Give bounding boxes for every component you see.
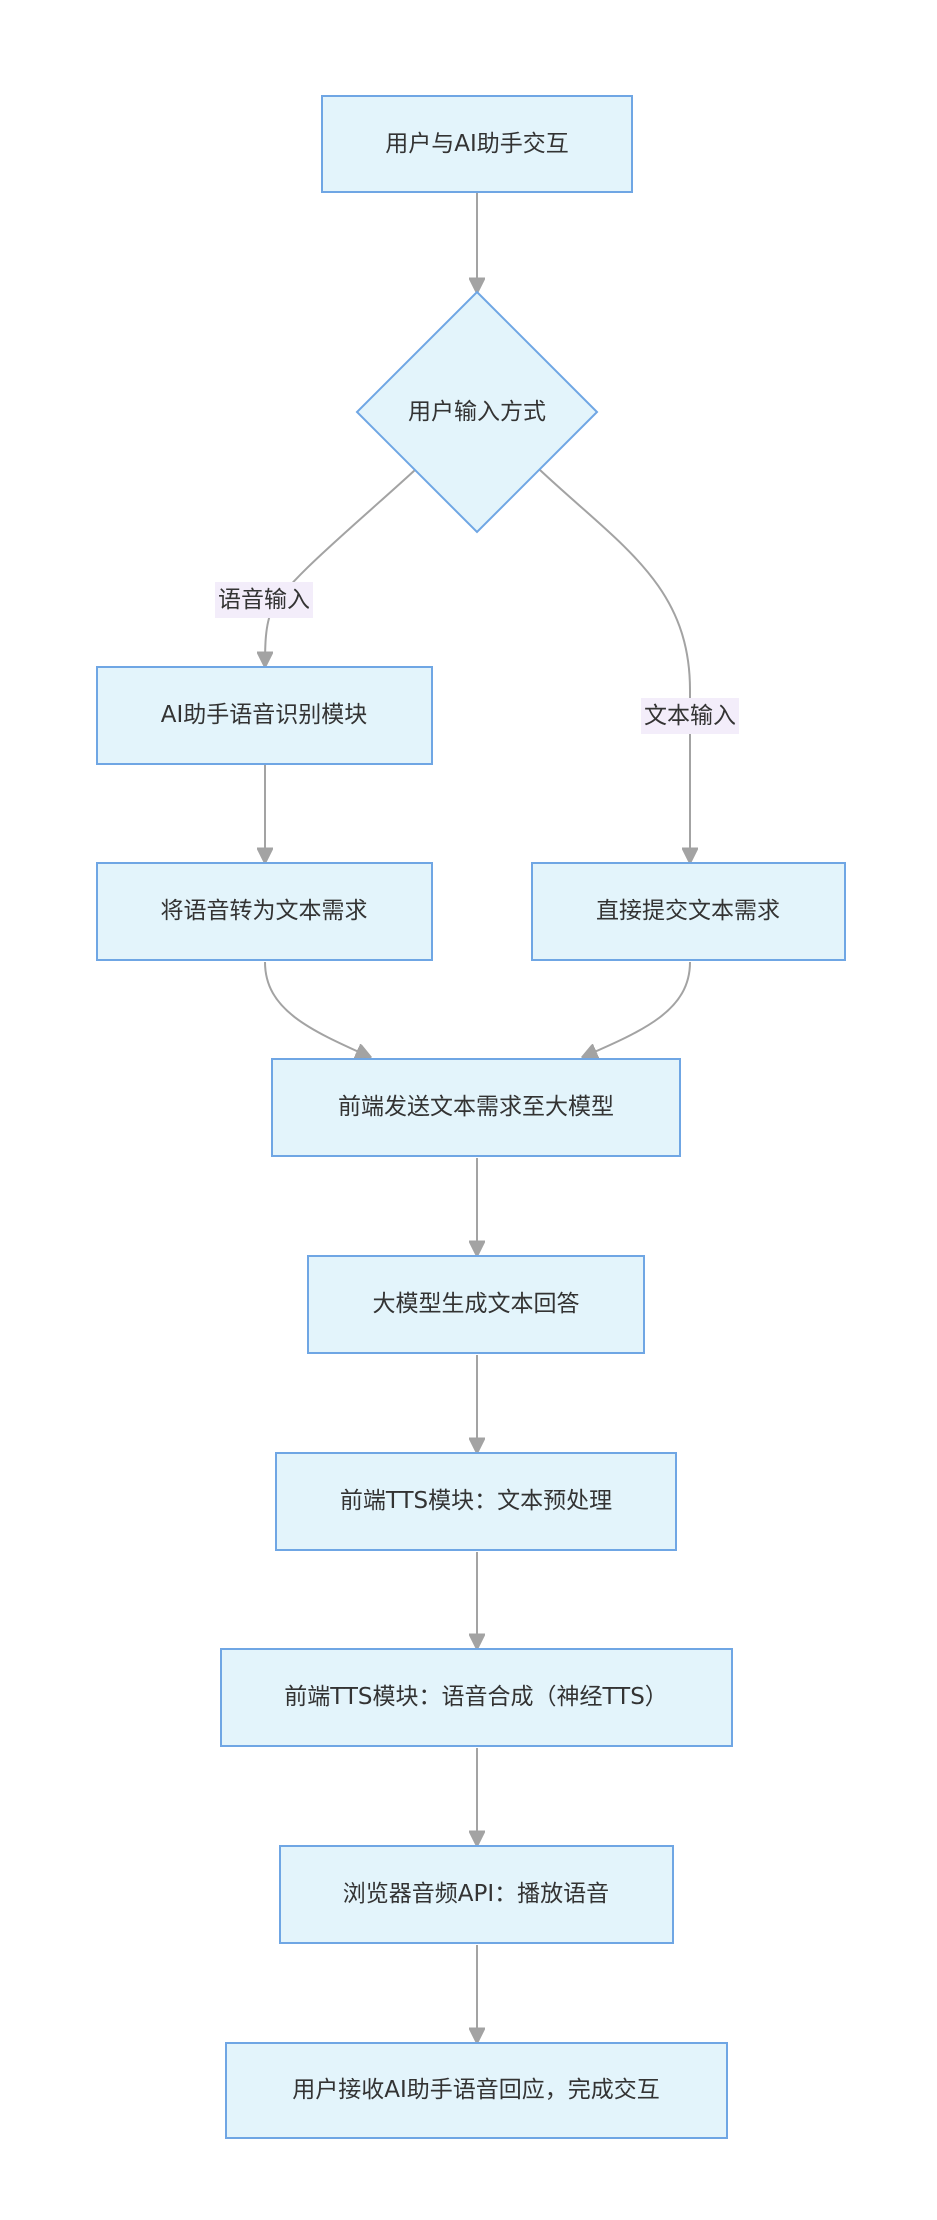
edge-label-voice-input: 语音输入: [215, 582, 313, 618]
node-decision: 用户输入方式: [355, 290, 599, 534]
node-recognition-label: AI助手语音识别模块: [161, 702, 368, 728]
node-convert: 将语音转为文本需求: [96, 862, 433, 961]
edge-decision-to-recognition: [265, 469, 416, 666]
edge-label-text-input-text: 文本输入: [644, 703, 736, 729]
node-finish: 用户接收AI助手语音回应，完成交互: [225, 2042, 728, 2139]
edge-decision-to-submit: [539, 469, 690, 862]
node-preprocess-label: 前端TTS模块：文本预处理: [340, 1488, 612, 1514]
node-start-label: 用户与AI助手交互: [385, 131, 569, 157]
node-synthesis-label: 前端TTS模块：语音合成（神经TTS）: [284, 1684, 668, 1710]
node-send: 前端发送文本需求至大模型: [271, 1058, 681, 1157]
node-generate: 大模型生成文本回答: [307, 1255, 645, 1354]
node-convert-label: 将语音转为文本需求: [161, 898, 368, 924]
edge-label-voice-input-text: 语音输入: [218, 587, 310, 613]
node-play-label: 浏览器音频API：播放语音: [343, 1881, 609, 1907]
node-generate-label: 大模型生成文本回答: [373, 1291, 580, 1317]
node-submit-label: 直接提交文本需求: [596, 898, 780, 924]
node-synthesis: 前端TTS模块：语音合成（神经TTS）: [220, 1648, 733, 1747]
edge-label-text-input: 文本输入: [641, 698, 739, 734]
node-finish-label: 用户接收AI助手语音回应，完成交互: [292, 2077, 660, 2103]
node-start: 用户与AI助手交互: [321, 95, 633, 193]
edge-convert-to-send: [264, 961, 370, 1057]
node-send-label: 前端发送文本需求至大模型: [338, 1094, 614, 1120]
node-decision-label: 用户输入方式: [408, 399, 546, 425]
node-play: 浏览器音频API：播放语音: [279, 1845, 674, 1944]
node-preprocess: 前端TTS模块：文本预处理: [275, 1452, 677, 1551]
edge-submit-to-send: [583, 961, 691, 1057]
node-submit: 直接提交文本需求: [531, 862, 846, 961]
node-recognition: AI助手语音识别模块: [96, 666, 433, 765]
